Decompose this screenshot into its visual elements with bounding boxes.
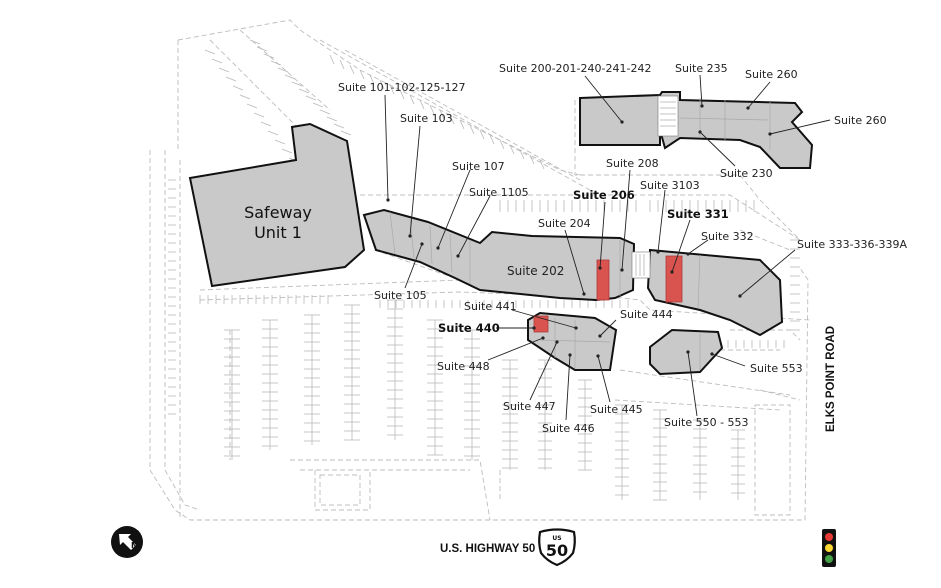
- parking-stall: [284, 74, 296, 80]
- parking-stall: [499, 139, 505, 150]
- parking-stall: [204, 49, 216, 55]
- north-arrow-icon: N: [111, 526, 143, 558]
- building-strip-100[interactable]: [362, 208, 636, 302]
- parking-stall: [246, 103, 258, 109]
- svg-text:N: N: [131, 541, 138, 550]
- parking-stall: [519, 149, 525, 160]
- parking-stall: [281, 148, 293, 154]
- parking-stall: [409, 94, 415, 105]
- suite-label[interactable]: Suite 208: [606, 157, 659, 170]
- parking-stall: [232, 85, 244, 91]
- shield-number: 50: [546, 541, 568, 560]
- parking-stall: [291, 81, 303, 87]
- traffic-light-icon: [822, 529, 836, 567]
- suite-labels: Suite 101-102-125-127 Suite 103 Suite 10…: [338, 62, 908, 435]
- parking-stall: [369, 74, 375, 85]
- suite-label[interactable]: Suite 105: [374, 289, 427, 302]
- parking-stall: [379, 79, 385, 90]
- suite-label[interactable]: Suite 235: [675, 62, 728, 75]
- suite-label[interactable]: Suite 447: [503, 400, 556, 413]
- suite-label[interactable]: Suite 441: [464, 300, 517, 313]
- leader-lines: [384, 74, 831, 421]
- suite-label[interactable]: Suite 448: [437, 360, 490, 373]
- parking-stall: [274, 139, 286, 145]
- parking-stall: [399, 89, 405, 100]
- suite-label[interactable]: Suite 1105: [469, 186, 529, 199]
- suite-label[interactable]: Suite 202: [507, 264, 564, 278]
- highway-shield-icon: US 50: [538, 528, 576, 567]
- suite-label[interactable]: Suite 200-201-240-241-242: [499, 62, 651, 75]
- parking-stall: [326, 116, 338, 122]
- parking-stall: [267, 130, 279, 136]
- suite-331-highlight[interactable]: [665, 255, 683, 303]
- parking-stall: [239, 94, 251, 100]
- side-road-label: ELKS POINT ROAD: [825, 326, 837, 432]
- suite-label[interactable]: Suite 550 - 553: [664, 416, 749, 429]
- parking-stall: [419, 99, 425, 110]
- suite-label[interactable]: Suite 331: [667, 207, 729, 221]
- parking-stall: [489, 134, 495, 145]
- parking-stall: [359, 69, 365, 80]
- parking-stall: [211, 58, 223, 64]
- suite-label[interactable]: Suite 101-102-125-127: [338, 81, 465, 94]
- parking-stall: [459, 119, 465, 130]
- parking-stall: [349, 64, 355, 75]
- parking-stall: [305, 95, 317, 101]
- suite-label[interactable]: Suite 3103: [640, 179, 700, 192]
- parking-stall: [449, 114, 455, 125]
- parking-stall: [253, 112, 265, 118]
- suite-206-highlight[interactable]: [596, 259, 610, 301]
- suite-label[interactable]: Suite 446: [542, 422, 595, 435]
- suite-label[interactable]: Suite 445: [590, 403, 643, 416]
- leader-dots: [386, 104, 772, 358]
- parking-stall: [277, 67, 289, 73]
- suite-label[interactable]: Suite 332: [701, 230, 754, 243]
- parking-stall: [340, 130, 352, 136]
- property-outlines: [149, 19, 811, 521]
- parking-stall: [389, 84, 395, 95]
- highway-label: U.S. HIGHWAY 50: [440, 543, 535, 555]
- suite-label[interactable]: Suite 107: [452, 160, 505, 173]
- parking-stall: [249, 39, 261, 45]
- anchor-unit: Unit 1: [254, 223, 302, 242]
- anchor-label: Safeway Unit 1: [244, 203, 312, 242]
- parking-stall: [339, 59, 345, 70]
- parking-stall: [319, 109, 331, 115]
- suite-label[interactable]: Suite 444: [620, 308, 673, 321]
- suite-label[interactable]: Suite 260: [834, 114, 887, 127]
- anchor-name: Safeway: [244, 203, 312, 222]
- parking-stall: [218, 67, 230, 73]
- parking-stall: [270, 60, 282, 66]
- parking-stall: [329, 54, 335, 65]
- suite-label[interactable]: Suite 553: [750, 362, 803, 375]
- parking-stall: [529, 154, 535, 165]
- parking-stall: [479, 129, 485, 140]
- parking-stall: [539, 159, 545, 170]
- shield-top: US: [552, 535, 561, 542]
- parking-stall: [333, 123, 345, 129]
- parking-stall: [260, 121, 272, 127]
- parking-stall: [225, 76, 237, 82]
- parking-stall: [263, 53, 275, 59]
- building-550[interactable]: [649, 328, 724, 376]
- suite-label[interactable]: Suite 440: [438, 321, 500, 335]
- parking-stall: [439, 109, 445, 120]
- suite-label[interactable]: Suite 103: [400, 112, 453, 125]
- suite-label[interactable]: Suite 204: [538, 217, 591, 230]
- suite-label[interactable]: Suite 230: [720, 167, 773, 180]
- parking-stall: [429, 104, 435, 115]
- building-400[interactable]: [527, 311, 618, 371]
- parking-stall: [256, 46, 268, 52]
- suite-440-highlight[interactable]: [533, 315, 549, 333]
- parking-stall: [469, 124, 475, 135]
- suite-label[interactable]: Suite 260: [745, 68, 798, 81]
- buildings: [188, 91, 814, 376]
- building-safeway[interactable]: [188, 122, 366, 288]
- suite-label[interactable]: Suite 206: [573, 188, 635, 202]
- suite-label[interactable]: Suite 333-336-339A: [797, 238, 908, 251]
- parking-stall: [312, 102, 324, 108]
- parking-stall: [509, 144, 515, 155]
- parking-stall: [298, 88, 310, 94]
